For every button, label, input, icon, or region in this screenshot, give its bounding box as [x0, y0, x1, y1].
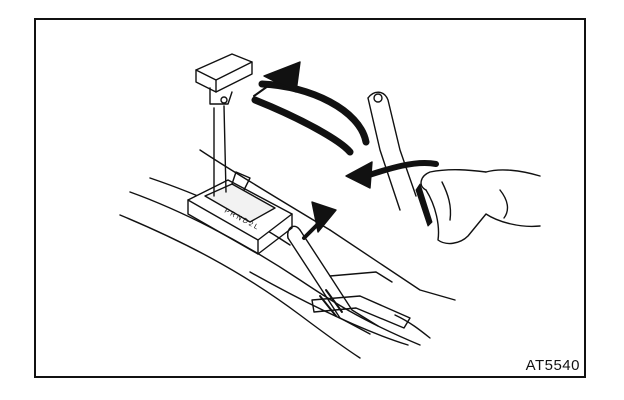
- figure-reference-code: AT5540: [523, 357, 582, 374]
- floor-bracket: [311, 271, 411, 329]
- hand-figure: [420, 169, 541, 245]
- shift-lever: [209, 87, 233, 197]
- shift-gate-panel: P R N D 2 L: [187, 171, 293, 255]
- center-console: [119, 149, 456, 359]
- pedal-lever: [367, 91, 433, 227]
- illustration-frame: [34, 18, 586, 378]
- rotate-arrow-icon: [345, 160, 439, 189]
- lift-arrow-icon: [251, 61, 370, 156]
- push-arrow-icon: [302, 201, 337, 240]
- shift-knob: [195, 53, 253, 93]
